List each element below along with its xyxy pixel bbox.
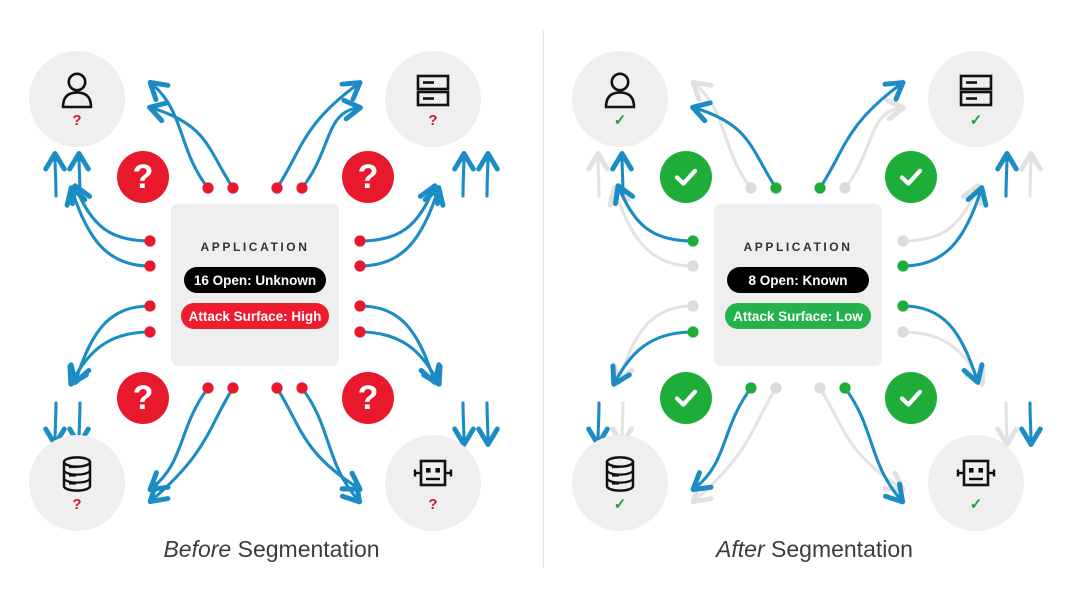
node-status-mark: ✓ xyxy=(613,112,627,129)
status-badge-known[interactable] xyxy=(660,372,712,424)
question-icon: ? xyxy=(132,158,154,196)
database-icon xyxy=(605,456,635,492)
application-card-after[interactable]: APPLICATION 8 Open: Known Attack Surface… xyxy=(714,204,882,366)
caption-emphasis: Before xyxy=(163,536,232,562)
panel-divider xyxy=(543,30,544,568)
active-connections xyxy=(586,80,1043,505)
node-database-before[interactable]: ? xyxy=(29,435,125,531)
server-icon xyxy=(416,74,450,107)
status-badge-known[interactable] xyxy=(660,151,712,203)
check-icon xyxy=(674,168,698,186)
panel-after: ✓ ✓ ✓ xyxy=(543,0,1086,598)
node-robot-before[interactable]: ? xyxy=(385,435,481,531)
node-server-before[interactable]: ? xyxy=(385,51,481,147)
node-status-mark: ? xyxy=(428,112,438,129)
status-badge-unknown[interactable]: ? xyxy=(342,151,394,203)
robot-icon xyxy=(956,459,996,487)
node-status-mark: ✓ xyxy=(613,496,627,513)
user-icon xyxy=(61,72,93,109)
node-server-after[interactable]: ✓ xyxy=(928,51,1024,147)
node-user-after[interactable]: ✓ xyxy=(572,51,668,147)
status-badge-unknown[interactable]: ? xyxy=(117,151,169,203)
node-status-mark: ? xyxy=(72,112,82,129)
panel-before: ? ? ? xyxy=(0,51,543,563)
question-icon: ? xyxy=(357,379,379,417)
card-title: APPLICATION xyxy=(743,240,853,254)
node-status-mark: ✓ xyxy=(969,112,983,129)
status-badge-unknown[interactable]: ? xyxy=(342,372,394,424)
question-icon: ? xyxy=(132,379,154,417)
caption-rest: Segmentation xyxy=(231,536,380,562)
check-icon xyxy=(899,389,923,407)
database-icon xyxy=(62,456,92,492)
node-user-before[interactable]: ? xyxy=(29,51,125,147)
connection-lines-before xyxy=(43,79,500,505)
open-ports-pill: 16 Open: Unknown xyxy=(184,267,326,293)
check-icon xyxy=(674,389,698,407)
node-status-mark: ? xyxy=(72,496,82,513)
status-badge-known[interactable] xyxy=(885,372,937,424)
connection-dots-after xyxy=(687,182,909,394)
attack-surface-pill: Attack Surface: High xyxy=(180,303,330,329)
caption-rest: Segmentation xyxy=(764,536,913,562)
application-card-before[interactable]: APPLICATION 16 Open: Unknown Attack Surf… xyxy=(171,204,339,366)
caption-before: Before Segmentation xyxy=(0,536,543,563)
node-status-mark: ? xyxy=(428,496,438,513)
user-icon xyxy=(604,72,636,109)
card-title: APPLICATION xyxy=(200,240,310,254)
check-icon xyxy=(899,168,923,186)
status-badge-unknown[interactable]: ? xyxy=(117,372,169,424)
question-icon: ? xyxy=(357,158,379,196)
node-database-after[interactable]: ✓ xyxy=(572,435,668,531)
caption-emphasis: After xyxy=(716,536,765,562)
node-status-mark: ✓ xyxy=(969,496,983,513)
caption-after: After Segmentation xyxy=(543,536,1086,563)
connection-dots-before xyxy=(144,182,366,394)
server-icon xyxy=(959,74,993,107)
status-badge-known[interactable] xyxy=(885,151,937,203)
open-ports-pill: 8 Open: Known xyxy=(727,267,869,293)
robot-icon xyxy=(413,459,453,487)
node-robot-after[interactable]: ✓ xyxy=(928,435,1024,531)
attack-surface-pill: Attack Surface: Low xyxy=(725,303,871,329)
connection-lines-after xyxy=(586,79,1043,505)
